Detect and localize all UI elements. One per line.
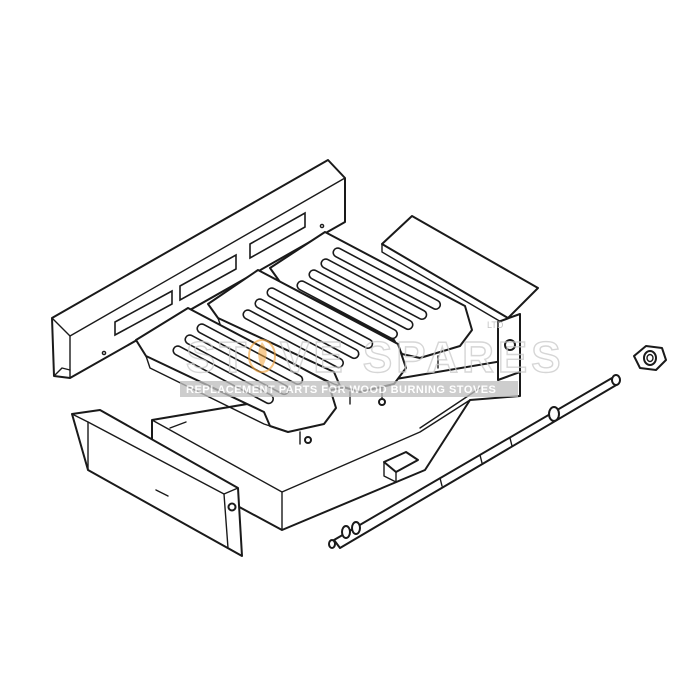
- watermark-brand-rest: VE SPARES: [280, 333, 565, 382]
- watermark-brand-st: ST: [186, 333, 250, 382]
- ash-pan: [151, 313, 521, 531]
- nut-icon: [633, 345, 667, 371]
- watermark-ltd: LTD: [487, 320, 504, 330]
- watermark-tagline: REPLACEMENT PARTS FOR WOOD BURNING STOVE…: [186, 384, 496, 396]
- watermark-band: [180, 381, 518, 397]
- rear-bracket: [51, 159, 346, 379]
- watermark: ST VE SPARES LTD REPLACEMENT PARTS FOR W…: [180, 320, 565, 397]
- front-plate: [71, 409, 243, 557]
- flame-icon: [248, 339, 276, 373]
- grate-right: [269, 231, 473, 406]
- riddling-rod: [328, 374, 621, 549]
